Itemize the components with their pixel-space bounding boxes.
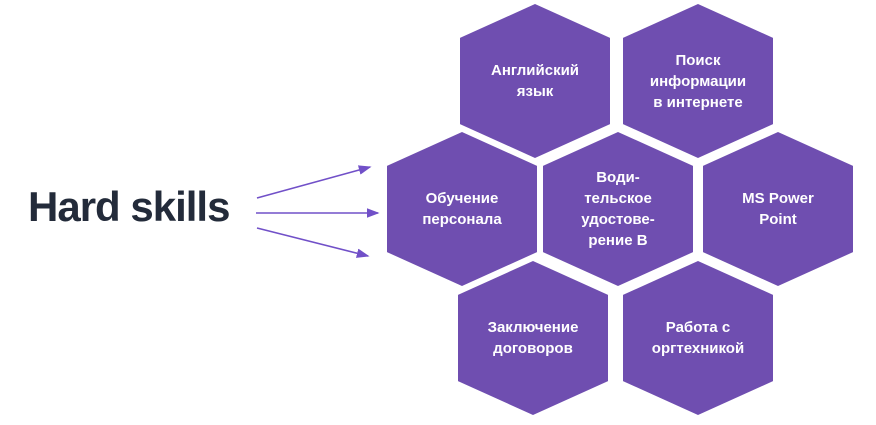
hexagon-drivers-license: Води- тельское удостове- рение В [543,132,693,286]
hexagon-contract-signing: Заключение договоров [458,261,608,415]
page-title: Hard skills [28,183,230,230]
hexagon-internet-search: Поиск информации в интернете [623,4,773,158]
arrow-top [256,165,372,199]
arrow-bottom [256,227,370,258]
hexagon-ms-powerpoint: MS Power Point [703,132,853,286]
hexagon-office-equipment: Работа с оргтехникой [623,261,773,415]
hexagon-staff-training: Обучение персонала [387,132,537,286]
hexagon-english-language: Английский язык [460,4,610,158]
